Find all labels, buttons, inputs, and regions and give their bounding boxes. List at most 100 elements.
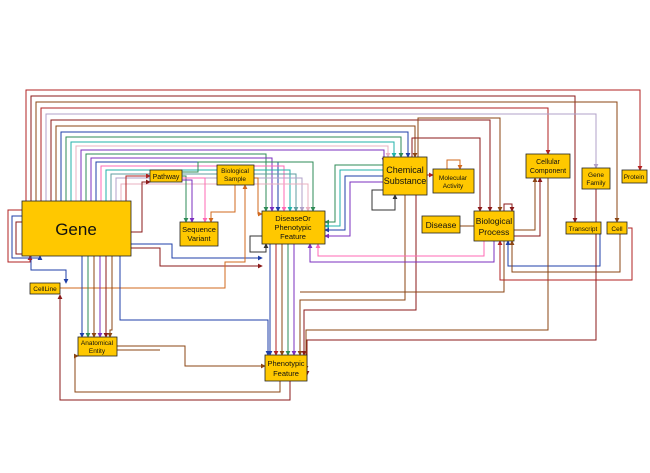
edge-connector (324, 169, 383, 229)
edge-connector (324, 164, 383, 225)
edge-connector (35, 101, 620, 223)
node-cellular-component[interactable]: Cellular Component (525, 153, 571, 179)
node-disease[interactable]: Disease (421, 215, 461, 234)
node-biological-sample-line-1: Biological (221, 168, 249, 175)
node-sequence-variant-line-2: Variant (187, 234, 211, 243)
node-biological-process[interactable]: Biological Process (473, 210, 515, 242)
edge-connector (303, 178, 549, 371)
edge-connector (125, 173, 151, 201)
edge-connector (505, 234, 601, 267)
node-disease-or-phenotypic-feature[interactable]: DiseaseOr Phenotypic Feature (261, 210, 326, 245)
edge-connector (85, 153, 269, 212)
edge-connector (371, 189, 398, 211)
edge-connector (417, 117, 503, 212)
node-phenotypic-feature-line-2: Feature (273, 369, 299, 378)
edge-connector (100, 165, 287, 212)
edge-connector (324, 181, 383, 239)
edge-connector (297, 195, 406, 356)
node-biological-sample[interactable]: Biological Sample (216, 164, 255, 186)
edge-connector (301, 195, 417, 356)
edge-connector (30, 256, 69, 284)
node-dopf-line-2: Phenotypic (274, 223, 311, 232)
edge-connector (249, 235, 269, 253)
edge-connector (45, 113, 599, 201)
node-protein[interactable]: Protein (621, 169, 648, 184)
node-cellular-component-line-1: Cellular (536, 159, 560, 166)
edge-connector (315, 241, 485, 257)
edge-connector (254, 177, 263, 217)
node-disease-label: Disease (426, 220, 457, 230)
edge-connector (50, 119, 493, 212)
edge-connector (15, 221, 22, 255)
edge-connector (119, 256, 271, 356)
edge-connector (80, 149, 387, 201)
node-gene-family-line-1: Gene (588, 172, 604, 179)
edge-connector (75, 145, 391, 201)
edge-connector (208, 185, 236, 223)
edge-connector (497, 227, 633, 281)
node-anatomical-entity-line-1: Anatomical (81, 340, 114, 347)
edge-connector (509, 234, 621, 273)
edge-connector (40, 107, 551, 201)
edge-connector (182, 179, 195, 223)
edge-connector (182, 177, 208, 223)
edge-connector (307, 241, 495, 263)
node-cell-line-label: CellLine (33, 286, 57, 293)
node-anatomical-entity-line-2: Entity (89, 348, 106, 355)
edge-connector (65, 136, 404, 201)
node-cell-line[interactable]: CellLine (29, 282, 61, 295)
node-biological-process-line-1: Biological (476, 216, 512, 226)
node-dopf-line-1: DiseaseOr (275, 214, 311, 223)
node-phenotypic-feature[interactable]: Phenotypic Feature (264, 354, 308, 382)
node-molecular-activity-line-2: Activity (443, 183, 464, 190)
node-pathway-label: Pathway (153, 174, 180, 181)
node-phenotypic-feature-line-1: Phenotypic (267, 359, 304, 368)
node-gene-family-line-2: Family (586, 180, 606, 187)
edge-connector (11, 215, 43, 261)
node-cellular-component-line-2: Component (530, 168, 566, 175)
node-gene-family[interactable]: Gene Family (581, 167, 611, 190)
edge-connector (57, 294, 291, 401)
edge-connector (25, 89, 643, 201)
node-cell[interactable]: Cell (606, 221, 628, 235)
edge-connector (70, 141, 397, 201)
node-dopf-line-3: Feature (280, 232, 306, 241)
node-transcript[interactable]: Transcript (565, 221, 602, 235)
edge-connector (55, 125, 418, 201)
node-chemical-substance-line-2: Substance (384, 176, 427, 186)
node-gene[interactable]: Gene (21, 200, 132, 257)
edge-connector (300, 241, 505, 293)
edge-connector (411, 137, 483, 212)
edge-connector (95, 161, 281, 212)
node-chemical-substance-line-1: Chemical (386, 165, 424, 175)
edge-connector (117, 345, 266, 369)
edge-connector (30, 95, 578, 223)
node-sequence-variant[interactable]: Sequence Variant (179, 221, 219, 247)
edges-layer (7, 89, 643, 401)
node-gene-label: Gene (55, 220, 97, 239)
edge-connector (7, 209, 33, 263)
edge-connector (131, 179, 151, 233)
edge-connector (120, 183, 311, 212)
nodes-layer: Gene Pathway Biological Sample Sequence … (21, 153, 648, 382)
node-biological-sample-line-2: Sample (224, 176, 246, 183)
edge-connector (182, 161, 316, 212)
edge-connector (514, 177, 543, 237)
node-sequence-variant-line-1: Sequence (182, 225, 216, 234)
edge-connector (107, 256, 113, 338)
edge-connector (131, 247, 263, 269)
edge-connector (110, 173, 299, 212)
node-molecular-activity[interactable]: Molecular Activity (432, 168, 475, 194)
edge-connector (73, 353, 281, 393)
node-transcript-label: Transcript (569, 226, 598, 233)
edge-connector (503, 203, 515, 212)
edge-connector (131, 243, 263, 261)
node-pathway[interactable]: Pathway (149, 169, 183, 183)
edge-connector (446, 159, 463, 170)
node-anatomical-entity[interactable]: Anatomical Entity (77, 336, 118, 357)
node-chemical-substance[interactable]: Chemical Substance (382, 156, 428, 196)
node-protein-label: Protein (624, 174, 645, 181)
edge-connector (60, 184, 248, 289)
node-cell-label: Cell (611, 226, 623, 233)
